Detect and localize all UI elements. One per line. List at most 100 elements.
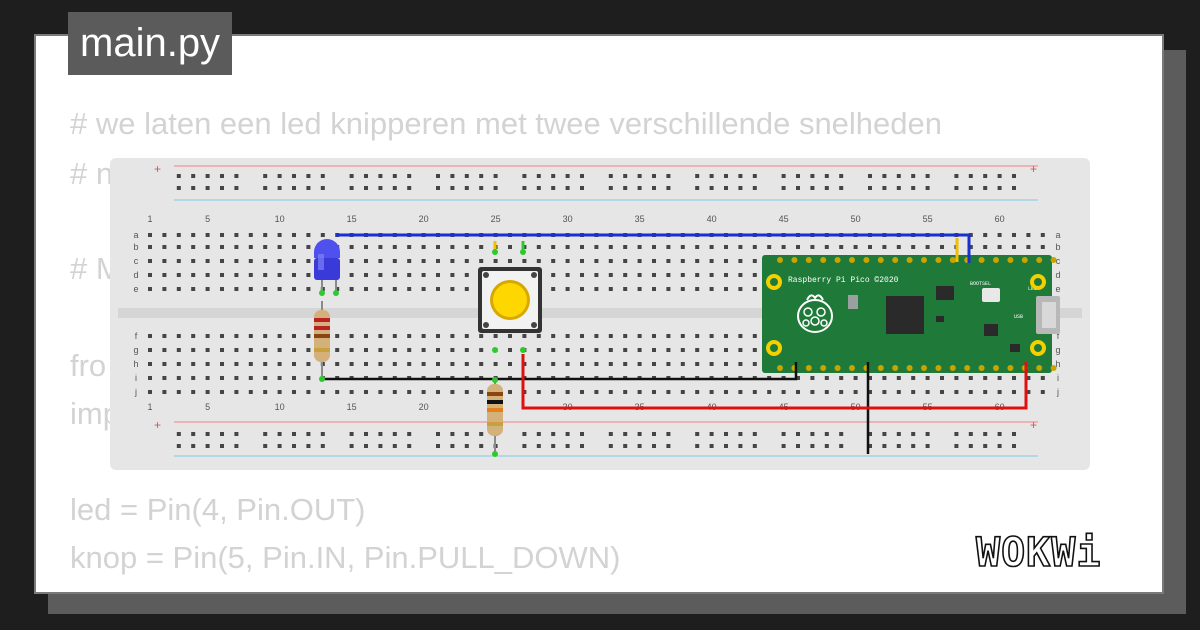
column-number: 45 bbox=[779, 214, 789, 224]
rail-hole bbox=[364, 432, 368, 436]
breadboard-hole bbox=[436, 362, 440, 366]
breadboard-hole bbox=[263, 376, 268, 380]
rail-hole bbox=[277, 186, 282, 190]
breadboard-hole bbox=[306, 376, 311, 380]
breadboard-hole bbox=[378, 390, 383, 394]
breadboard-hole bbox=[378, 259, 383, 263]
breadboard-hole bbox=[306, 273, 311, 277]
breadboard-hole bbox=[248, 376, 253, 380]
breadboard-hole bbox=[205, 390, 210, 394]
button-resistor[interactable] bbox=[487, 377, 503, 457]
pushbutton[interactable] bbox=[478, 249, 542, 353]
breadboard-hole bbox=[896, 376, 901, 380]
row-letter: c bbox=[134, 256, 139, 266]
breadboard-hole bbox=[983, 376, 988, 380]
breadboard-hole bbox=[306, 245, 311, 249]
column-number: 1 bbox=[147, 402, 152, 412]
row-letter: d bbox=[133, 270, 138, 280]
rail-hole bbox=[839, 174, 844, 178]
breadboard-hole bbox=[421, 362, 426, 366]
breadboard-hole bbox=[292, 259, 296, 263]
column-number: 40 bbox=[707, 214, 717, 224]
breadboard-hole bbox=[292, 390, 296, 394]
rail-hole bbox=[580, 174, 584, 178]
breadboard-hole bbox=[680, 334, 685, 338]
row-letter: c bbox=[1056, 256, 1061, 266]
rail-hole bbox=[292, 432, 296, 436]
led-resistor[interactable] bbox=[314, 301, 330, 382]
file-tab[interactable]: main.py bbox=[68, 12, 233, 75]
row-letter: f bbox=[1057, 331, 1060, 341]
breadboard-hole bbox=[983, 390, 988, 394]
rail-hole bbox=[709, 186, 714, 190]
breadboard-hole bbox=[522, 334, 527, 338]
breadboard-hole bbox=[292, 334, 296, 338]
rail-hole bbox=[551, 444, 556, 448]
breadboard-hole bbox=[162, 273, 167, 277]
rail-hole bbox=[652, 432, 656, 436]
breadboard-hole bbox=[220, 390, 224, 394]
raspberry-pi-pico[interactable]: Raspberry Pi Pico ©2020 BOOTSEL LED USB bbox=[762, 255, 1060, 373]
breadboard-hole bbox=[392, 259, 397, 263]
breadboard-hole bbox=[191, 287, 196, 291]
breadboard-hole bbox=[608, 348, 613, 352]
breadboard-hole bbox=[306, 259, 311, 263]
pico-pin bbox=[906, 365, 913, 371]
bootsel-button[interactable] bbox=[982, 288, 1000, 302]
rail-hole bbox=[263, 444, 268, 448]
rail-hole bbox=[954, 174, 959, 178]
row-letter: i bbox=[135, 373, 137, 383]
rail-hole bbox=[738, 444, 743, 448]
code-line-4: fro bbox=[70, 348, 107, 383]
breadboard-hole bbox=[608, 273, 613, 277]
breadboard-hole bbox=[407, 390, 412, 394]
rail-hole bbox=[479, 432, 484, 436]
breadboard-hole bbox=[853, 376, 858, 380]
breadboard-hole bbox=[868, 376, 872, 380]
breadboard-hole bbox=[162, 259, 167, 263]
breadboard-hole bbox=[436, 273, 440, 277]
rail-hole bbox=[364, 444, 368, 448]
rail-hole bbox=[580, 432, 584, 436]
breadboard-hole bbox=[724, 287, 728, 291]
breadboard-hole bbox=[479, 362, 484, 366]
breadboard-hole bbox=[364, 287, 368, 291]
breadboard-hole bbox=[738, 362, 743, 366]
breadboard-hole bbox=[796, 376, 800, 380]
blue-led[interactable] bbox=[314, 239, 340, 296]
breadboard-hole bbox=[191, 376, 196, 380]
breadboard-hole bbox=[767, 390, 772, 394]
breadboard-hole bbox=[364, 245, 368, 249]
breadboard-hole bbox=[450, 362, 455, 366]
breadboard-hole bbox=[565, 362, 570, 366]
breadboard-hole bbox=[392, 245, 397, 249]
breadboard-hole bbox=[205, 348, 210, 352]
breadboard-hole bbox=[752, 245, 757, 249]
breadboard-hole bbox=[637, 245, 642, 249]
rail-hole bbox=[565, 174, 570, 178]
breadboard-hole bbox=[191, 245, 196, 249]
breadboard-hole bbox=[680, 390, 685, 394]
row-letter: a bbox=[1055, 230, 1060, 240]
breadboard-hole bbox=[738, 334, 743, 338]
breadboard-hole bbox=[666, 334, 671, 338]
breadboard-hole bbox=[292, 273, 296, 277]
rail-hole bbox=[378, 432, 383, 436]
rail-hole bbox=[263, 186, 268, 190]
breadboard-hole bbox=[277, 233, 282, 237]
breadboard-hole bbox=[637, 287, 642, 291]
rail-hole bbox=[896, 186, 901, 190]
breadboard-hole bbox=[162, 233, 167, 237]
rail-hole bbox=[320, 186, 325, 190]
rail-hole bbox=[392, 432, 397, 436]
code-line-2: # n bbox=[70, 156, 114, 191]
breadboard-hole bbox=[479, 334, 484, 338]
breadboard-hole bbox=[997, 245, 1002, 249]
rail-hole bbox=[392, 444, 397, 448]
breadboard-hole bbox=[148, 376, 152, 380]
breadboard-hole bbox=[320, 390, 325, 394]
code-line-6: led = Pin(4, Pin.OUT) bbox=[70, 492, 366, 527]
breadboard-hole bbox=[479, 259, 484, 263]
breadboard-hole bbox=[752, 334, 757, 338]
breadboard-hole bbox=[306, 334, 311, 338]
